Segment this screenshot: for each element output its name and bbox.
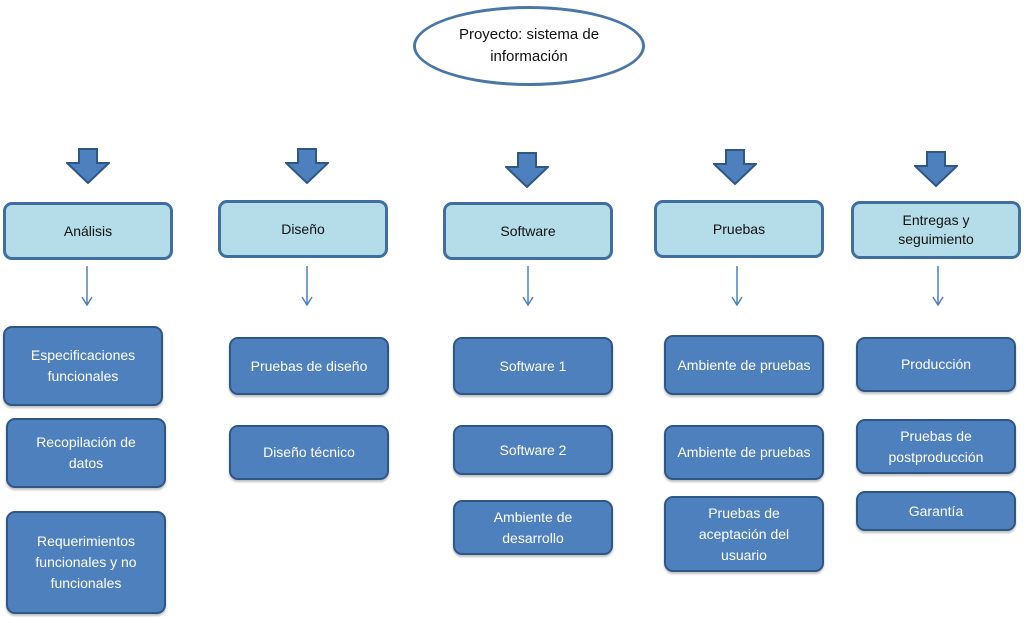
column-header-label: Diseño	[281, 220, 325, 237]
task-box: Garantía	[856, 491, 1016, 531]
root-label: Proyecto: sistema de información	[458, 26, 600, 65]
task-box: Software 1	[453, 337, 613, 395]
task-box: Ambiente de desarrollo	[453, 500, 613, 555]
column-header-software: Software	[443, 202, 613, 260]
block-arrow-down-icon	[505, 152, 549, 188]
task-label: Ambiente de pruebas	[677, 444, 811, 460]
task-box: Software 2	[453, 425, 613, 475]
task-box: Ambiente de pruebas	[664, 425, 824, 480]
block-arrow-down-icon	[66, 148, 110, 184]
arrow-down-icon	[731, 266, 743, 306]
root-node: Proyecto: sistema de información	[413, 6, 645, 86]
task-label: Pruebas de postproducción	[888, 427, 984, 465]
task-label: Pruebas de aceptación del usuario	[698, 504, 790, 563]
task-label: Requerimientos funcionales y no funciona…	[35, 533, 137, 591]
arrow-down-icon	[522, 266, 534, 306]
task-box: Producción	[856, 337, 1016, 392]
column-header-label: Pruebas	[712, 220, 766, 237]
arrow-down-icon	[301, 266, 313, 306]
task-label: Especificaciones funcionales	[30, 347, 136, 384]
task-box: Diseño técnico	[229, 425, 389, 480]
column-header-diseno: Diseño	[218, 200, 388, 258]
column-header-label: Entregas y seguimiento	[898, 212, 974, 247]
task-label: Diseño técnico	[263, 444, 355, 460]
task-box: Requerimientos funcionales y no funciona…	[6, 511, 166, 614]
task-box: Pruebas de diseño	[229, 337, 389, 395]
task-box: Recopilación de datos	[6, 418, 166, 488]
column-header-entregas: Entregas y seguimiento	[851, 201, 1021, 259]
task-label: Software 1	[499, 357, 567, 374]
task-label: Recopilación de datos	[36, 434, 136, 471]
task-box: Ambiente de pruebas	[664, 335, 824, 395]
task-label: Pruebas de diseño	[250, 357, 368, 374]
task-label: Ambiente de pruebas	[677, 356, 811, 373]
task-label: Producción	[900, 356, 972, 372]
column-header-pruebas: Pruebas	[654, 200, 824, 258]
task-box: Pruebas de aceptación del usuario	[664, 496, 824, 572]
block-arrow-down-icon	[914, 151, 958, 187]
task-label: Garantía	[908, 502, 964, 519]
column-header-label: Software	[500, 222, 556, 239]
task-label: Software 2	[499, 441, 567, 458]
task-box: Especificaciones funcionales	[3, 326, 163, 406]
arrow-down-icon	[932, 266, 944, 306]
task-box: Pruebas de postproducción	[856, 419, 1016, 474]
block-arrow-down-icon	[285, 148, 329, 184]
block-arrow-down-icon	[713, 149, 757, 185]
column-header-label: Análisis	[63, 222, 113, 239]
column-header-analisis: Análisis	[3, 202, 173, 260]
task-label: Ambiente de desarrollo	[493, 508, 573, 546]
arrow-down-icon	[81, 266, 93, 306]
